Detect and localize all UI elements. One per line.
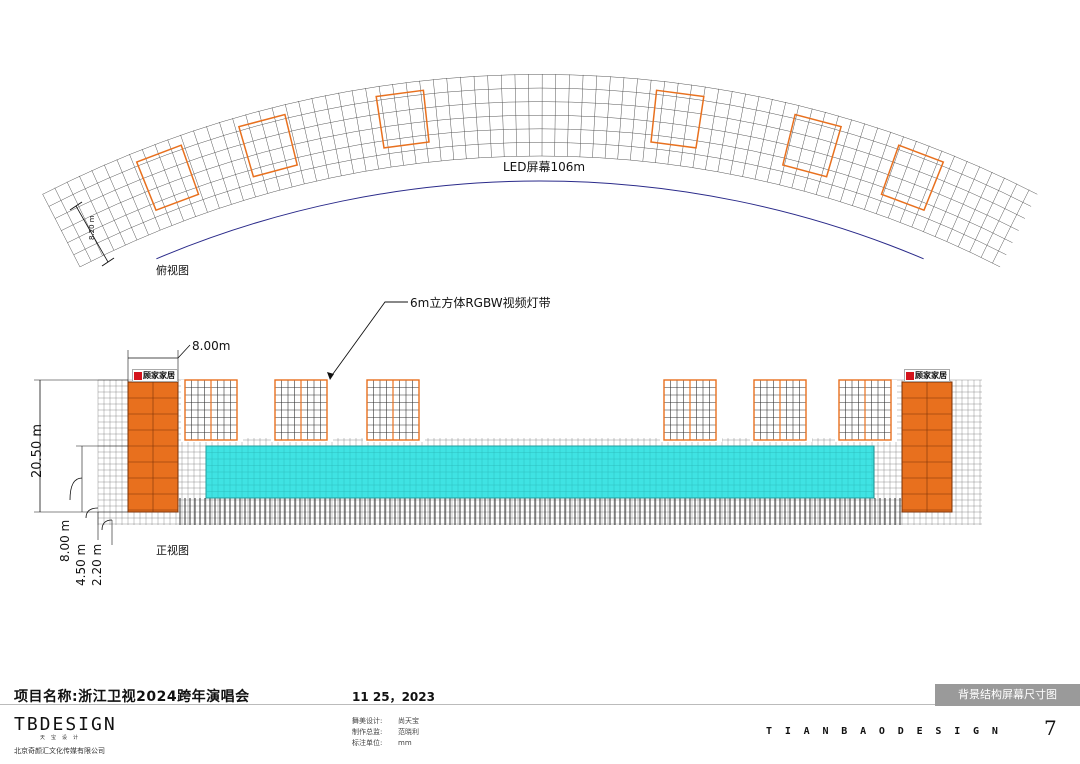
callout-leader-line: [329, 301, 408, 379]
plan-cube-outline: [135, 144, 200, 212]
sign-logo-icon: [906, 371, 914, 380]
plan-view-title: 俯视图: [156, 264, 189, 277]
title-block: 项目名称:浙江卫视2024跨年演唱会 11 25，2023 背景结构屏幕尺寸图 …: [0, 676, 1080, 764]
sign-left-text: 顾家家居: [143, 371, 175, 380]
width-dim-leader: [177, 344, 191, 359]
sign-right: 顾家家居: [904, 369, 950, 382]
led-screen-length-label: LED屏幕106m: [503, 160, 586, 174]
page-number: 7: [1044, 716, 1057, 740]
lower-truss-lines: [179, 498, 901, 525]
brand-wordmark: TIANBAODESIGN: [766, 726, 1011, 737]
front-elevation: [34, 301, 982, 545]
credit-value: mm: [398, 739, 412, 747]
dim-2-2m-leader: [101, 519, 113, 531]
callout-arrow-icon: [327, 372, 334, 380]
plan-depth-label: 8.20 m: [88, 215, 96, 240]
plan-view: [42, 73, 1038, 268]
company-name: 北京奇颜汇文化传媒有限公司: [14, 747, 105, 755]
credit-value: 尚天宝: [398, 717, 419, 725]
dim-label-8m: 8.00 m: [58, 519, 72, 562]
plan-cube-outline: [650, 89, 705, 149]
plan-cube-outline: [375, 89, 430, 149]
tower-width-label: 8.00m: [192, 339, 231, 353]
dim-4-5m-leader: [85, 507, 99, 519]
sign-left: 顾家家居: [132, 369, 178, 382]
plan-cube-outline: [880, 144, 945, 212]
credit-key: 舞美设计:: [352, 717, 383, 725]
plan-cube-outline: [237, 113, 299, 178]
plan-grid-rings: [42, 74, 1038, 268]
logo-subtitle: 天宝设计: [40, 735, 85, 741]
dim-8m-leader: [69, 477, 83, 501]
led-strip-callout-label: 6m立方体RGBW视频灯带: [410, 296, 551, 310]
credit-key: 制作总监:: [352, 728, 383, 736]
sheet-title: 背景结构屏幕尺寸图: [935, 684, 1080, 706]
drawing-date: 11 25，2023: [352, 690, 435, 704]
plan-audience-arc: [156, 180, 924, 260]
dim-label-4-5m: 4.50 m: [74, 543, 88, 586]
credit-value: 范晓利: [398, 728, 419, 736]
footer-divider: [0, 704, 1080, 705]
tbdesign-logo: TBDESIGN: [14, 714, 117, 735]
front-view-title: 正视图: [156, 544, 189, 557]
credit-row: 舞美设计: 尚天宝: [352, 716, 419, 727]
main-led-screen-grid: [205, 445, 874, 499]
sign-right-text: 顾家家居: [915, 371, 947, 380]
plan-cube-outline: [781, 113, 843, 178]
plan-depth-tick: [69, 201, 83, 211]
plan-depth-dim-line: [75, 205, 109, 263]
sign-logo-icon: [134, 371, 142, 380]
credit-key: 标注单位:: [352, 739, 383, 747]
total-height-label: 20.50 m: [30, 423, 45, 478]
project-name: 项目名称:浙江卫视2024跨年演唱会: [14, 689, 250, 705]
plan-depth-tick: [101, 257, 115, 267]
credit-row: 标注单位: mm: [352, 738, 419, 749]
credits-list: 舞美设计: 尚天宝 制作总监: 范晓利 标注单位: mm: [352, 716, 419, 749]
dim-label-2-2m: 2.20 m: [90, 543, 104, 586]
credit-row: 制作总监: 范晓利: [352, 727, 419, 738]
